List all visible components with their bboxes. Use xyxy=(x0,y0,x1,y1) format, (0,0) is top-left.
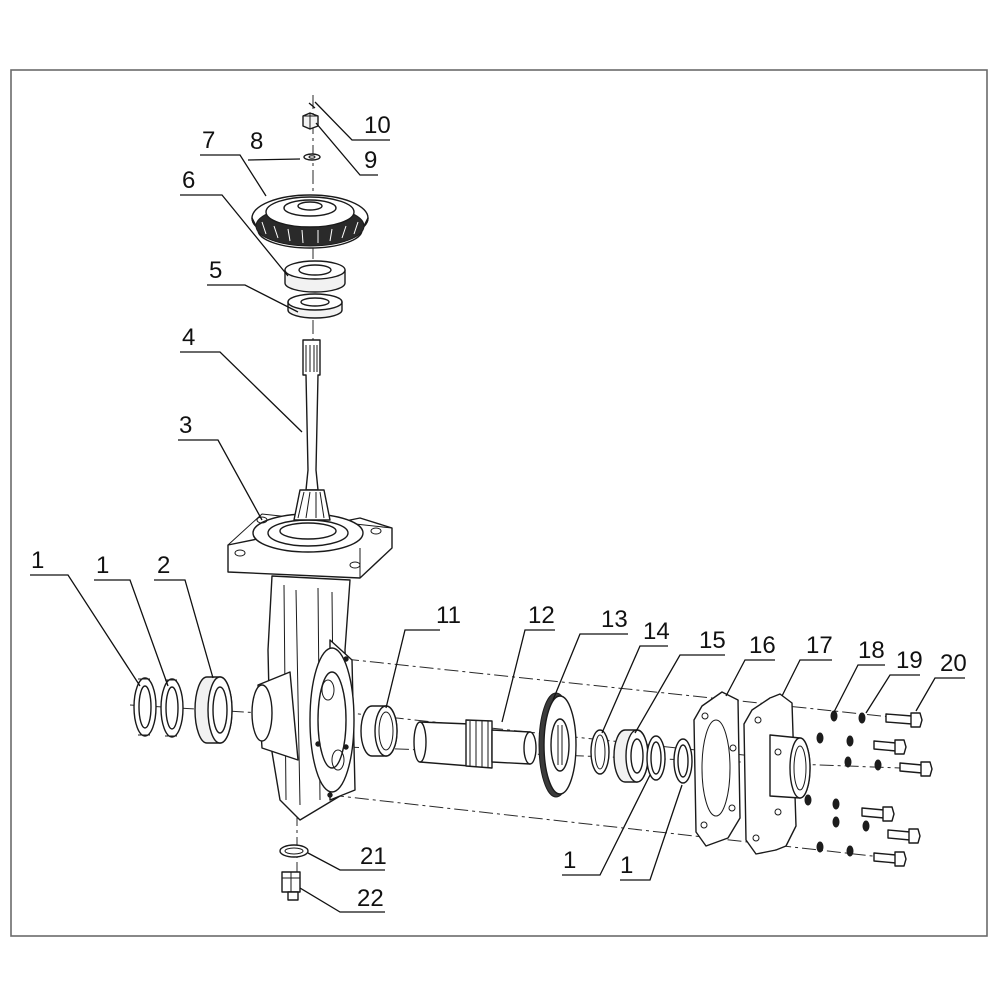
callout-11: 11 xyxy=(436,602,461,629)
cotter-pin-10 xyxy=(308,102,316,109)
callout-14: 14 xyxy=(643,618,670,645)
callout-19: 19 xyxy=(896,647,923,674)
callout-16: 16 xyxy=(749,632,776,659)
callout-6: 6 xyxy=(182,167,195,194)
right-seal-1d xyxy=(673,738,693,784)
end-cover-17 xyxy=(743,693,811,855)
bearing-15 xyxy=(613,729,649,783)
nut-9 xyxy=(302,112,319,130)
callout-17: 17 xyxy=(806,632,833,659)
callout-9: 9 xyxy=(364,147,377,174)
callout-13: 13 xyxy=(601,606,628,633)
leader-lines xyxy=(30,101,965,913)
bolt-row-6 xyxy=(816,841,907,867)
callout-labels: 1 1 2 3 4 5 6 7 8 9 10 11 12 13 14 15 16… xyxy=(31,112,967,912)
bearing-6 xyxy=(284,260,346,293)
callout-18: 18 xyxy=(858,637,885,664)
callout-1: 1 xyxy=(563,847,576,874)
bolt-row-3 xyxy=(844,756,933,777)
bolt-row-5 xyxy=(832,816,921,844)
callout-1: 1 xyxy=(96,552,109,579)
callout-1: 1 xyxy=(31,547,44,574)
callout-12: 12 xyxy=(528,602,555,629)
callout-2: 2 xyxy=(157,552,170,579)
sleeve-11 xyxy=(360,705,398,757)
callout-3: 3 xyxy=(179,412,192,439)
callout-5: 5 xyxy=(209,257,222,284)
callout-20: 20 xyxy=(940,650,967,677)
bolt-row-4 xyxy=(804,794,895,822)
pinion-shaft-4 xyxy=(293,339,331,521)
o-ring-21 xyxy=(279,844,309,858)
bolt-row-2 xyxy=(816,732,907,755)
gearbox-housing-3 xyxy=(227,513,393,821)
bearing-5 xyxy=(287,293,343,319)
left-seal-1a xyxy=(133,677,157,737)
bevel-gear-7 xyxy=(251,194,369,249)
callout-4: 4 xyxy=(182,324,195,351)
callout-15: 15 xyxy=(699,627,726,654)
callout-1: 1 xyxy=(620,852,633,879)
callout-7: 7 xyxy=(202,127,215,154)
gasket-16 xyxy=(693,691,741,847)
callout-22: 22 xyxy=(357,885,384,912)
output-shaft-12 xyxy=(413,719,537,769)
callout-21: 21 xyxy=(360,843,387,870)
right-seal-1c xyxy=(646,735,666,781)
spur-gear-13 xyxy=(538,692,577,798)
left-bearing-2 xyxy=(194,676,233,744)
left-seal-1b xyxy=(160,678,184,738)
washer-8 xyxy=(303,153,321,161)
diagram-frame xyxy=(10,69,988,937)
fastener-set-18-19-20 xyxy=(804,710,933,867)
callout-8: 8 xyxy=(250,128,263,155)
drain-plug-22 xyxy=(281,871,301,901)
callout-10: 10 xyxy=(364,112,391,139)
bolt-row-1 xyxy=(830,710,923,728)
ring-14 xyxy=(590,729,610,775)
